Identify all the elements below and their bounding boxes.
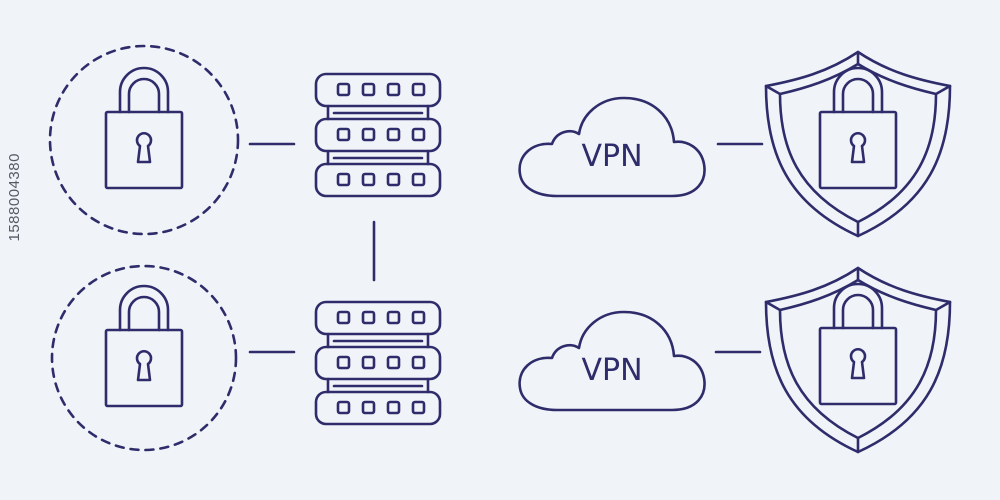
padlock-icon	[104, 284, 184, 408]
watermark-strip: 1588004380	[0, 0, 40, 500]
server-rack-icon	[314, 72, 442, 198]
dashed-circle	[48, 44, 240, 236]
vpn-label: VPN	[581, 139, 642, 174]
row-2: VPN	[50, 264, 952, 454]
stock-id-text: 1588004380	[6, 153, 23, 242]
vpn-label: VPN	[581, 353, 642, 388]
row-1: VPN	[48, 44, 952, 238]
server-rack-icon	[314, 300, 442, 426]
padlock-icon	[104, 66, 184, 190]
padlock-icon	[818, 66, 898, 190]
dashed-circle	[50, 264, 238, 452]
padlock-icon	[818, 282, 898, 406]
